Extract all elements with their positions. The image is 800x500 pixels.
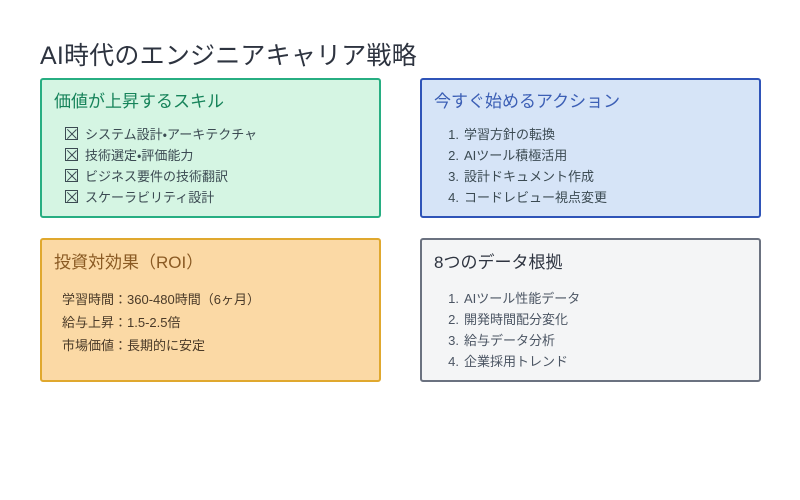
checkbox-x-icon bbox=[65, 190, 78, 203]
list-item-marker: 3. bbox=[448, 333, 459, 348]
list-item: 2. AIツール積極活用 bbox=[445, 145, 759, 166]
card-data-evidence-heading: 8つのデータ根拠 bbox=[434, 253, 563, 272]
list-item-label: 開発時間配分変化 bbox=[464, 312, 569, 327]
list-item-marker: 2. bbox=[448, 148, 459, 163]
list-item-label: AIツール性能データ bbox=[464, 291, 581, 306]
card-roi: 投資対効果（ROI） 学習時間： 360-480時間（6ヶ月） 給与上昇： 1.… bbox=[40, 238, 381, 382]
list-item: 3. 給与データ分析 bbox=[445, 330, 759, 351]
list-item-label: コードレビュー視点変更 bbox=[464, 190, 608, 205]
card-data-evidence-list: 1. AIツール性能データ 2. 開発時間配分変化 3. 給与データ分析 4. … bbox=[445, 288, 759, 372]
list-item-label: ビジネス要件の技術翻訳 bbox=[85, 169, 229, 184]
kv-key: 市場価値： bbox=[62, 338, 128, 353]
list-item: システム設計・アーキテクチャ bbox=[65, 124, 379, 145]
card-skills: 価値が上昇するスキル システム設計・アーキテクチャ 技術選定・評価能力 ビジネス… bbox=[40, 78, 381, 218]
card-skills-list: システム設計・アーキテクチャ 技術選定・評価能力 ビジネス要件の技術翻訳 スケー… bbox=[65, 124, 379, 208]
list-item: ビジネス要件の技術翻訳 bbox=[65, 166, 379, 187]
list-item: 技術選定・評価能力 bbox=[65, 145, 379, 166]
list-item-marker: 1. bbox=[448, 291, 459, 306]
kv-row: 学習時間： 360-480時間（6ヶ月） bbox=[62, 288, 379, 311]
list-item: 3. 設計ドキュメント作成 bbox=[445, 166, 759, 187]
list-item: 4. コードレビュー視点変更 bbox=[445, 187, 759, 208]
list-item-marker: 2. bbox=[448, 312, 459, 327]
list-item-label: 技術選定・評価能力 bbox=[85, 148, 194, 163]
kv-key: 学習時間： bbox=[62, 292, 128, 307]
kv-value: 1.5-2.5倍 bbox=[127, 315, 181, 330]
list-item-label: スケーラビリティ設計 bbox=[85, 190, 215, 205]
card-actions-heading: 今すぐ始めるアクション bbox=[434, 92, 621, 111]
list-item-label: システム設計・アーキテクチャ bbox=[85, 127, 258, 142]
checkbox-x-icon bbox=[65, 169, 78, 182]
checkbox-x-icon bbox=[65, 148, 78, 161]
kv-value: 長期的に安定 bbox=[127, 338, 206, 353]
list-item: 4. 企業採用トレンド bbox=[445, 351, 759, 372]
list-item: 1. AIツール性能データ bbox=[445, 288, 759, 309]
list-item-marker: 1. bbox=[448, 127, 459, 142]
kv-row: 給与上昇： 1.5-2.5倍 bbox=[62, 311, 379, 334]
kv-row: 市場価値： 長期的に安定 bbox=[62, 334, 379, 357]
card-actions-list: 1. 学習方針の転換 2. AIツール積極活用 3. 設計ドキュメント作成 4.… bbox=[445, 124, 759, 208]
list-item-label: AIツール積極活用 bbox=[464, 148, 568, 163]
checkbox-x-icon bbox=[65, 127, 78, 140]
card-data-evidence: 8つのデータ根拠 1. AIツール性能データ 2. 開発時間配分変化 3. 給与… bbox=[420, 238, 761, 382]
kv-value: 360-480時間（6ヶ月） bbox=[127, 292, 260, 307]
card-roi-rows: 学習時間： 360-480時間（6ヶ月） 給与上昇： 1.5-2.5倍 市場価値… bbox=[62, 288, 379, 357]
list-item-label: 学習方針の転換 bbox=[464, 127, 556, 142]
card-skills-heading: 価値が上昇するスキル bbox=[54, 92, 224, 111]
list-item-label: 設計ドキュメント作成 bbox=[464, 169, 595, 184]
list-item: スケーラビリティ設計 bbox=[65, 187, 379, 208]
list-item-marker: 3. bbox=[448, 169, 459, 184]
list-item: 1. 学習方針の転換 bbox=[445, 124, 759, 145]
kv-key: 給与上昇： bbox=[62, 315, 128, 330]
page-title: AI時代のエンジニアキャリア戦略 bbox=[40, 41, 417, 70]
list-item-marker: 4. bbox=[448, 354, 459, 369]
card-roi-heading: 投資対効果（ROI） bbox=[54, 253, 204, 272]
card-actions: 今すぐ始めるアクション 1. 学習方針の転換 2. AIツール積極活用 3. 設… bbox=[420, 78, 761, 218]
list-item-label: 給与データ分析 bbox=[464, 333, 556, 348]
list-item-label: 企業採用トレンド bbox=[464, 354, 569, 369]
list-item: 2. 開発時間配分変化 bbox=[445, 309, 759, 330]
list-item-marker: 4. bbox=[448, 190, 459, 205]
